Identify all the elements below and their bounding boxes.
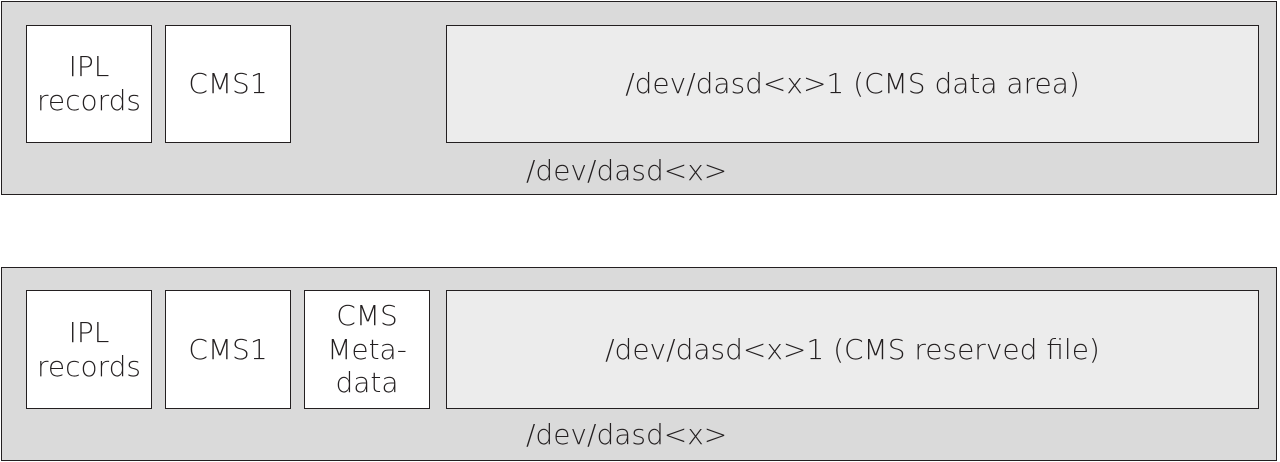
partition-label: /dev/dasd<x>1 (CMS data area): [625, 67, 1080, 101]
disk-layout-1: IPL records CMS1 /dev/dasd<x>1 (CMS data…: [1, 1, 1277, 195]
block-label-line: CMS: [336, 299, 398, 333]
block-label-line: IPL: [68, 315, 110, 349]
cms-metadata-block: CMS Meta- data: [304, 290, 430, 409]
block-label-line: CMS1: [188, 332, 268, 366]
block-label-line: records: [36, 84, 142, 117]
block-label-line: IPL: [68, 50, 110, 84]
device-label: /dev/dasd<x>: [526, 418, 728, 451]
disk-layout-2: IPL records CMS1 CMS Meta- data /dev/das…: [1, 267, 1277, 461]
cms-reserved-file-partition: /dev/dasd<x>1 (CMS reserved file): [446, 290, 1259, 409]
cms1-block: CMS1: [165, 290, 291, 409]
device-label: /dev/dasd<x>: [526, 154, 728, 187]
ipl-records-block: IPL records: [26, 290, 152, 409]
block-label-line: CMS1: [188, 67, 268, 101]
cms1-block: CMS1: [165, 25, 291, 143]
block-label-line: records: [36, 349, 142, 383]
ipl-records-block: IPL records: [26, 25, 152, 143]
block-label-line: Meta-: [327, 332, 407, 366]
block-label-line: data: [335, 366, 399, 400]
cms-data-area-partition: /dev/dasd<x>1 (CMS data area): [446, 25, 1259, 143]
partition-label: /dev/dasd<x>1 (CMS reserved file): [605, 332, 1100, 366]
